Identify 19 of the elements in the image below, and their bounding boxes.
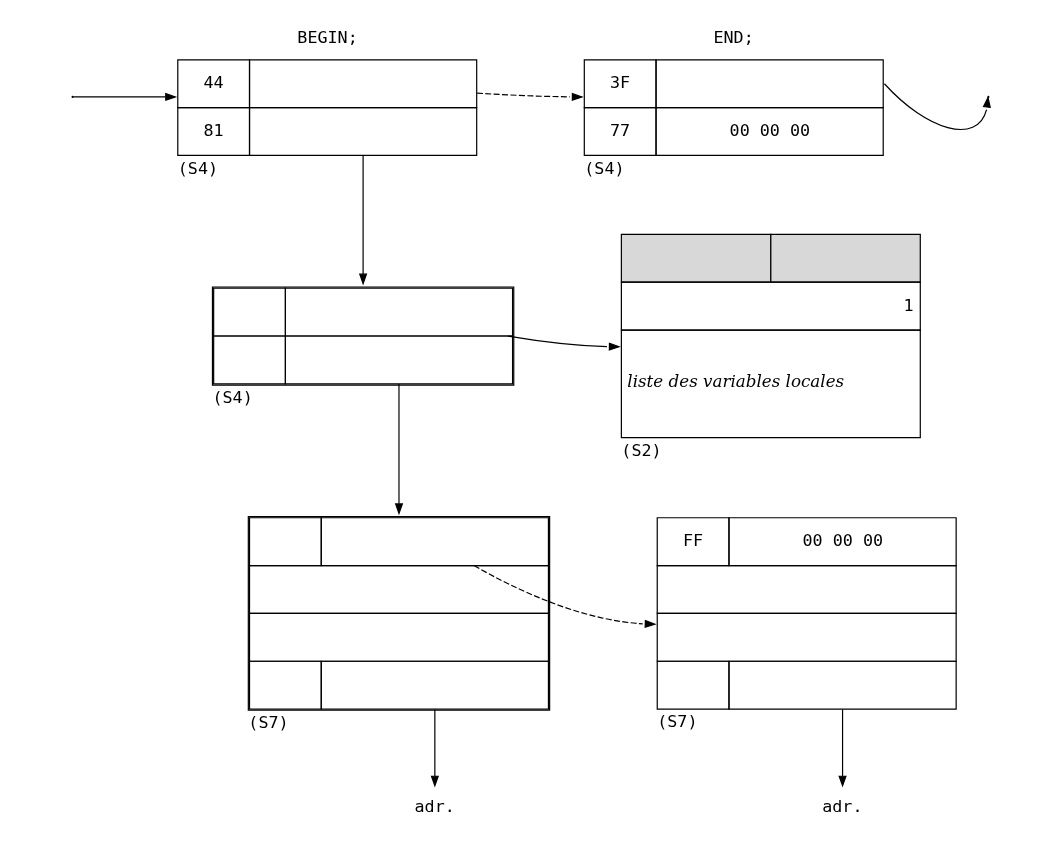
node-label: (S4) <box>177 157 218 178</box>
arrow <box>358 154 367 286</box>
arrow <box>430 708 439 788</box>
node-label: BEGIN; <box>296 26 358 47</box>
arrow <box>71 92 177 101</box>
arrow <box>394 382 403 515</box>
node-label: (S7) <box>656 710 697 731</box>
node-text: adr. <box>821 795 862 816</box>
arrow <box>883 82 991 130</box>
arrow <box>837 708 847 788</box>
arrow <box>473 564 657 628</box>
node-label: (S7) <box>247 711 289 732</box>
node-label: END; <box>712 26 754 47</box>
node-label: (S2) <box>620 439 662 460</box>
node-label: (S4) <box>211 386 253 407</box>
arrow <box>507 334 621 351</box>
node-label: (S4) <box>583 157 625 178</box>
node-text: adr. <box>414 795 455 816</box>
arrow <box>476 92 584 101</box>
